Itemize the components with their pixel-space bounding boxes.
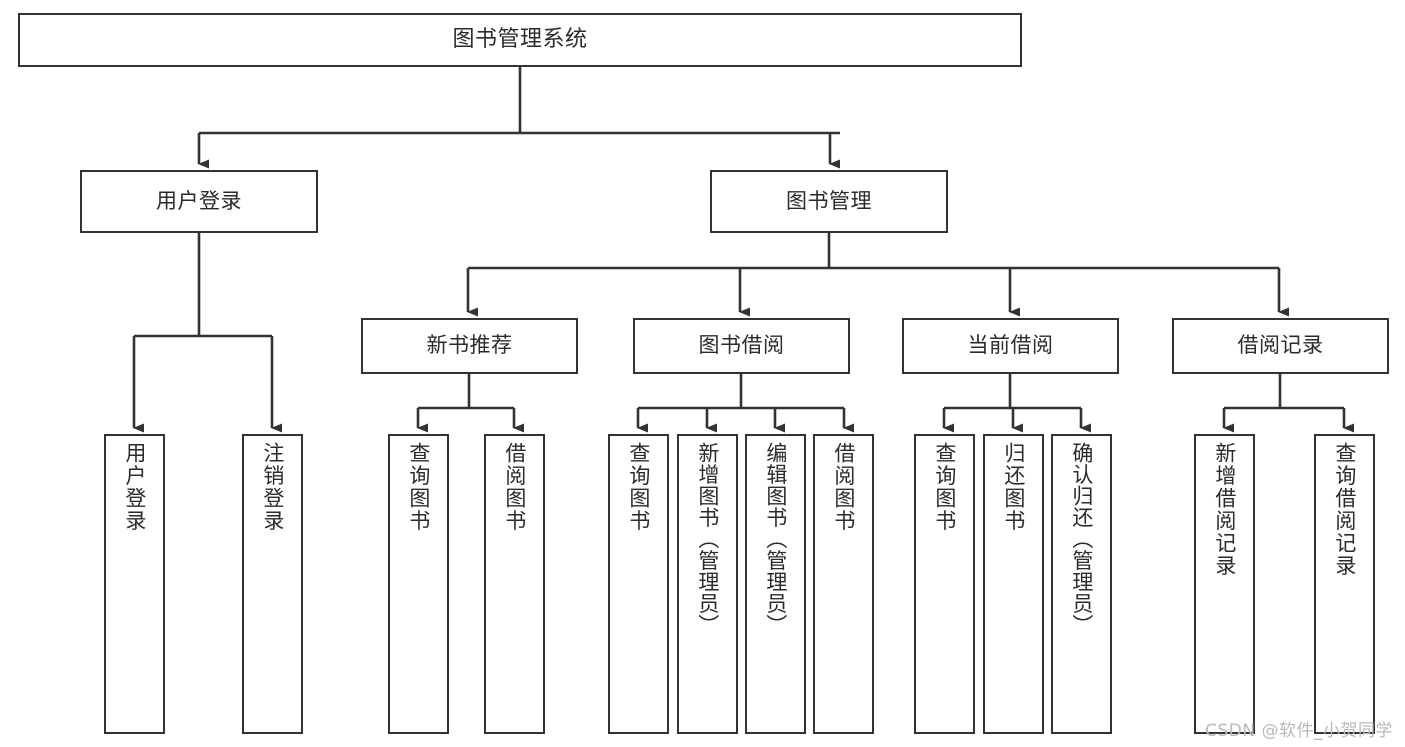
node-borrow-record[interactable]: 借阅记录 [1172, 318, 1389, 374]
leaf-user-login-label: 用户登录 [122, 442, 147, 532]
node-book-management-label: 图书管理 [786, 188, 872, 213]
node-current-borrow-label: 当前借阅 [967, 333, 1054, 358]
leaf-query-book-borrow[interactable]: 查询图书 [608, 434, 669, 734]
leaf-confirm-return-admin[interactable]: 确认归还（管理员） [1051, 434, 1112, 734]
node-current-borrow[interactable]: 当前借阅 [902, 318, 1119, 374]
leaf-query-borrow-record[interactable]: 查询借阅记录 [1314, 434, 1375, 734]
leaf-return-book-label: 归还图书 [1001, 442, 1026, 532]
leaf-user-login[interactable]: 用户登录 [104, 434, 165, 734]
node-user-login-label: 用户登录 [156, 188, 242, 213]
node-new-book-recommend-label: 新书推荐 [426, 333, 513, 358]
leaf-query-book-current[interactable]: 查询图书 [914, 434, 975, 734]
leaf-borrow-book-newbook-label: 借阅图书 [502, 442, 527, 532]
leaf-add-borrow-record[interactable]: 新增借阅记录 [1194, 434, 1255, 734]
leaf-query-book-borrow-label: 查询图书 [626, 442, 651, 532]
node-book-management[interactable]: 图书管理 [710, 170, 948, 233]
leaf-edit-book-admin-label: 编辑图书（管理员） [763, 442, 788, 636]
node-user-login[interactable]: 用户登录 [80, 170, 318, 233]
leaf-query-book-newbook-label: 查询图书 [406, 442, 431, 532]
leaf-borrow-book-newbook[interactable]: 借阅图书 [484, 434, 545, 734]
leaf-borrow-book-borrow-label: 借阅图书 [831, 442, 856, 532]
leaf-borrow-book-borrow[interactable]: 借阅图书 [813, 434, 874, 734]
leaf-logout-label: 注销登录 [260, 442, 285, 532]
leaf-query-book-newbook[interactable]: 查询图书 [388, 434, 449, 734]
leaf-query-borrow-record-label: 查询借阅记录 [1332, 442, 1357, 577]
node-book-borrow-label: 图书借阅 [698, 333, 785, 358]
leaf-return-book[interactable]: 归还图书 [983, 434, 1044, 734]
leaf-confirm-return-admin-label: 确认归还（管理员） [1069, 442, 1094, 636]
node-new-book-recommend[interactable]: 新书推荐 [361, 318, 578, 374]
leaf-add-borrow-record-label: 新增借阅记录 [1212, 442, 1237, 577]
node-root-label: 图书管理系统 [452, 26, 588, 52]
leaf-add-book-admin-label: 新增图书（管理员） [695, 442, 720, 636]
leaf-logout[interactable]: 注销登录 [242, 434, 303, 734]
node-book-borrow[interactable]: 图书借阅 [633, 318, 850, 374]
leaf-edit-book-admin[interactable]: 编辑图书（管理员） [745, 434, 806, 734]
leaf-add-book-admin[interactable]: 新增图书（管理员） [677, 434, 738, 734]
leaf-query-book-current-label: 查询图书 [932, 442, 957, 532]
node-borrow-record-label: 借阅记录 [1237, 333, 1324, 358]
node-root[interactable]: 图书管理系统 [18, 13, 1022, 67]
